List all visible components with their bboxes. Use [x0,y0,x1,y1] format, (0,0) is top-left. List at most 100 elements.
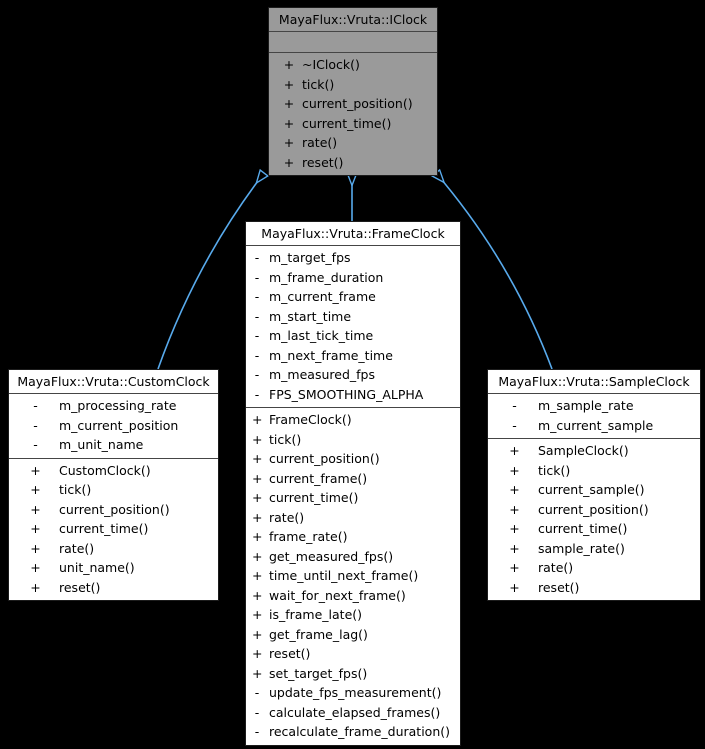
visibility-sign: + [252,626,263,642]
attributes-section: -m_processing_rate-m_current_position-m_… [9,394,218,459]
visibility-sign: - [512,398,517,413]
member-row: +current_position() [269,94,437,114]
visibility-sign: + [509,521,520,536]
member-row: -m_frame_duration [246,268,460,288]
class-node-sampleclock[interactable]: MayaFlux::Vruta::SampleClock -m_sample_r… [487,369,701,601]
member-row: + current_frame() [246,469,460,489]
member-row: +rate() [488,558,700,578]
visibility-sign: - [254,347,260,363]
member-row: +set_target_fps() [246,664,460,684]
visibility-sign: + [283,96,295,111]
methods-section: +FrameClock()+tick()+current_position()+… [246,408,460,745]
visibility-sign: + [252,412,263,427]
member-name: rate() [538,560,574,575]
methods-section: + ~IClock() +tick()+current_position()+cur… [269,53,437,175]
visibility-sign: + [252,490,263,505]
member-name: m_unit_name [59,437,144,452]
member-row: + current_position() [9,500,218,520]
member-row: -m_current_frame [246,287,460,307]
member-name: sample_rate() [538,540,625,556]
member-row: -calculate_elapsed_frames() [246,703,460,723]
member-row: +tick() [246,430,460,450]
member-row: +reset() [269,153,437,173]
member-row: +current_time() [9,519,218,539]
attributes-section: -m_sample_rate-m_current_sample [488,394,700,439]
visibility-sign: - [254,685,260,700]
member-name: get_frame_lag() [269,626,368,642]
visibility-sign: + [283,76,295,92]
visibility-sign: + [509,462,520,478]
member-row: -FPS_SMOOTHING_ALPHA [246,385,460,405]
member-name: update_fps_measurement() [269,685,442,700]
member-name: calculate_elapsed_frames() [269,704,441,720]
visibility-sign: - [254,386,260,402]
member-name: is_frame_late() [269,607,363,622]
member-name: m_target_fps [269,250,351,265]
class-node-iclock[interactable]: MayaFlux::Vruta::IClock +~IClock()+tick(… [268,7,438,176]
member-row: +rate() [269,133,437,153]
member-name: set_target_fps() [269,665,368,681]
member-name: reset() [302,154,344,170]
member-row: +reset() [246,644,460,664]
member-row: -update_fps_measurement() [246,683,460,703]
member-name: rate() [302,135,338,150]
member-row: +current_time() [269,114,437,134]
member-name: get_measured_fps() [269,548,394,564]
visibility-sign: + [30,501,41,517]
visibility-sign: + [252,431,263,447]
member-name: ~IClock() [302,57,360,72]
member-name: time_until_next_frame() [269,568,419,583]
member-name: CustomClock() [59,462,151,478]
member-name: current_position() [269,451,380,466]
member-row: -m_target_fps [246,248,460,268]
visibility-sign: - [254,250,260,265]
visibility-sign: - [254,269,260,285]
member-name: FrameClock() [269,412,352,427]
member-row: +current_sample() [488,480,700,500]
member-row: +frame_rate() [246,527,460,547]
member-row: + tick() [9,480,218,500]
visibility-sign: + [509,482,520,497]
member-row: -m_next_frame_time [246,346,460,366]
visibility-sign: - [254,367,260,382]
member-row: +tick() [269,75,437,95]
member-row: + time_until_next_frame() [246,566,460,586]
visibility-sign: + [30,560,41,575]
visibility-sign: - [254,308,260,324]
visibility-sign: - [512,417,517,433]
member-name: FPS_SMOOTHING_ALPHA [269,386,424,402]
member-name: current_frame() [269,470,368,486]
visibility-sign: - [33,437,38,452]
member-name: m_last_tick_time [269,328,374,343]
class-node-customclock[interactable]: MayaFlux::Vruta::CustomClock -m_processi… [8,369,219,601]
visibility-sign: + [252,568,263,583]
visibility-sign: + [283,57,295,72]
member-row: -recalculate_frame_duration() [246,722,460,742]
visibility-sign: + [30,482,41,497]
member-row: -m_current_position [9,416,218,436]
member-row: +wait_for_next_frame() [246,586,460,606]
visibility-sign: - [254,724,260,739]
member-name: current_position() [59,501,170,517]
member-row: -m_start_time [246,307,460,327]
visibility-sign: + [509,540,520,556]
member-row: + ~IClock() [269,55,437,75]
visibility-sign: + [30,540,41,556]
methods-section: +SampleClock()+tick()+current_sample()+c… [488,439,700,600]
member-name: m_measured_fps [269,367,375,382]
member-row: -m_last_tick_time [246,326,460,346]
member-row: +SampleClock() [488,441,700,461]
visibility-sign: + [252,470,263,486]
member-name: m_next_frame_time [269,347,393,363]
visibility-sign: + [509,579,520,595]
visibility-sign: + [252,529,263,544]
member-name: current_time() [59,521,149,536]
visibility-sign: + [509,443,520,458]
attributes-section: -m_target_fps-m_frame_duration-m_current… [246,246,460,408]
member-name: tick() [59,482,92,497]
member-row: +CustomClock() [9,461,218,481]
class-node-frameclock[interactable]: MayaFlux::Vruta::FrameClock -m_target_fp… [245,221,461,746]
visibility-sign: + [509,501,520,517]
member-name: rate() [59,540,95,556]
